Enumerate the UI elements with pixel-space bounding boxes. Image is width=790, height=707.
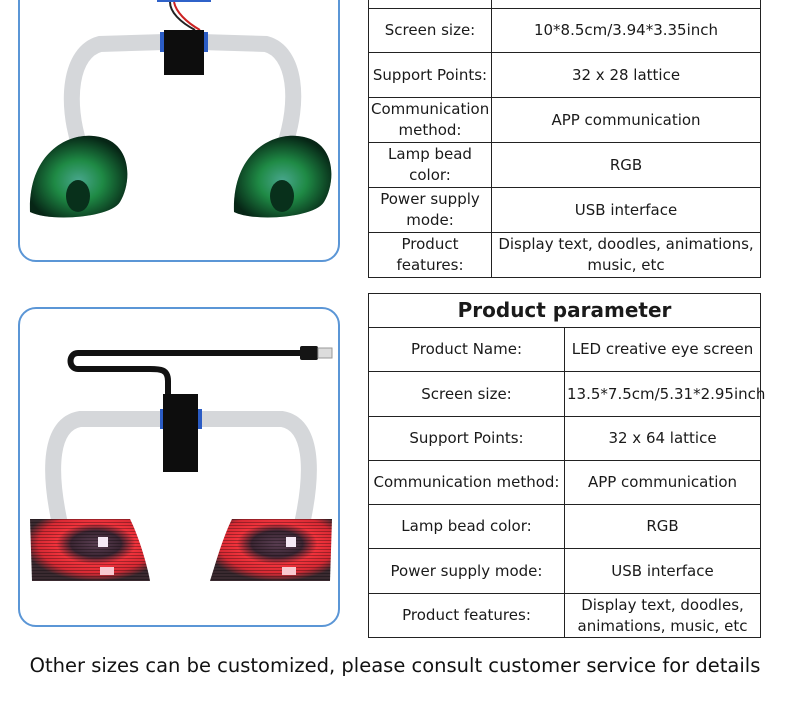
spec-table-product-2: Product parameter Product Name: LED crea… [368, 293, 765, 638]
table-title: Product parameter [368, 293, 761, 328]
spec-label: Communication method: [368, 97, 492, 143]
table-row: Product Name: LED creative eye screen [368, 327, 761, 372]
spec-value: USB interface [491, 187, 761, 233]
spec-value: Display text, doodles, animations, music… [564, 593, 761, 638]
table-row: Lamp bead color: RGB [368, 504, 761, 549]
spec-label: Support Points: [368, 52, 492, 98]
table-row: Lamp bead color: RGB [368, 142, 761, 188]
table-row: Support Points: 32 x 28 lattice [368, 52, 761, 98]
table-row: Support Points: 32 x 64 lattice [368, 416, 761, 461]
spec-label: Lamp bead color: [368, 504, 565, 549]
spec-value: 10*8.5cm/3.94*3.35inch [491, 8, 761, 53]
spec-label: Support Points: [368, 416, 565, 461]
spec-label: Power supply mode: [368, 187, 492, 233]
spec-value: APP communication [491, 97, 761, 143]
spec-value [491, 0, 761, 9]
spec-value: LED creative eye screen [564, 327, 761, 372]
table-row [368, 0, 761, 9]
table-title-row: Product parameter [368, 293, 761, 328]
table-row: Communication method: APP communication [368, 460, 761, 505]
spec-value: APP communication [564, 460, 761, 505]
spec-label: Power supply mode: [368, 548, 565, 594]
table-row: Power supply mode: USB interface [368, 187, 761, 233]
red-eye-screen-illustration [30, 346, 333, 581]
spec-table-product-1: Screen size: 10*8.5cm/3.94*3.35inch Supp… [368, 0, 761, 278]
table-row: Screen size: 13.5*7.5cm/5.31*2.95inch [368, 371, 765, 417]
table-row: Communication method: APP communication [368, 97, 761, 143]
spec-label: Product features: [368, 232, 492, 278]
spec-label: Product features: [368, 593, 565, 638]
spec-label: Lamp bead color: [368, 142, 492, 188]
spec-value: USB interface [564, 548, 761, 594]
product-image-green-eyes [18, 0, 340, 262]
spec-value: RGB [491, 142, 761, 188]
table-row: Screen size: 10*8.5cm/3.94*3.35inch [368, 8, 761, 53]
spec-value: 32 x 64 lattice [564, 416, 761, 461]
green-eye-screen-illustration [29, 0, 332, 218]
table-row: Power supply mode: USB interface [368, 548, 761, 594]
customization-note: Other sizes can be customized, please co… [29, 654, 761, 677]
spec-label: Communication method: [368, 460, 565, 505]
spec-label [368, 0, 492, 9]
spec-label: Screen size: [368, 8, 492, 53]
spec-value: 32 x 28 lattice [491, 52, 761, 98]
table-row: Product features: Display text, doodles,… [368, 232, 761, 278]
spec-value: 13.5*7.5cm/5.31*2.95inch [564, 371, 765, 417]
spec-label: Screen size: [368, 371, 565, 417]
spec-value: Display text, doodles, animations, music… [491, 232, 761, 278]
product-image-red-eyes [18, 307, 340, 627]
table-row: Product features: Display text, doodles,… [368, 593, 761, 638]
spec-label: Product Name: [368, 327, 565, 372]
spec-value: RGB [564, 504, 761, 549]
